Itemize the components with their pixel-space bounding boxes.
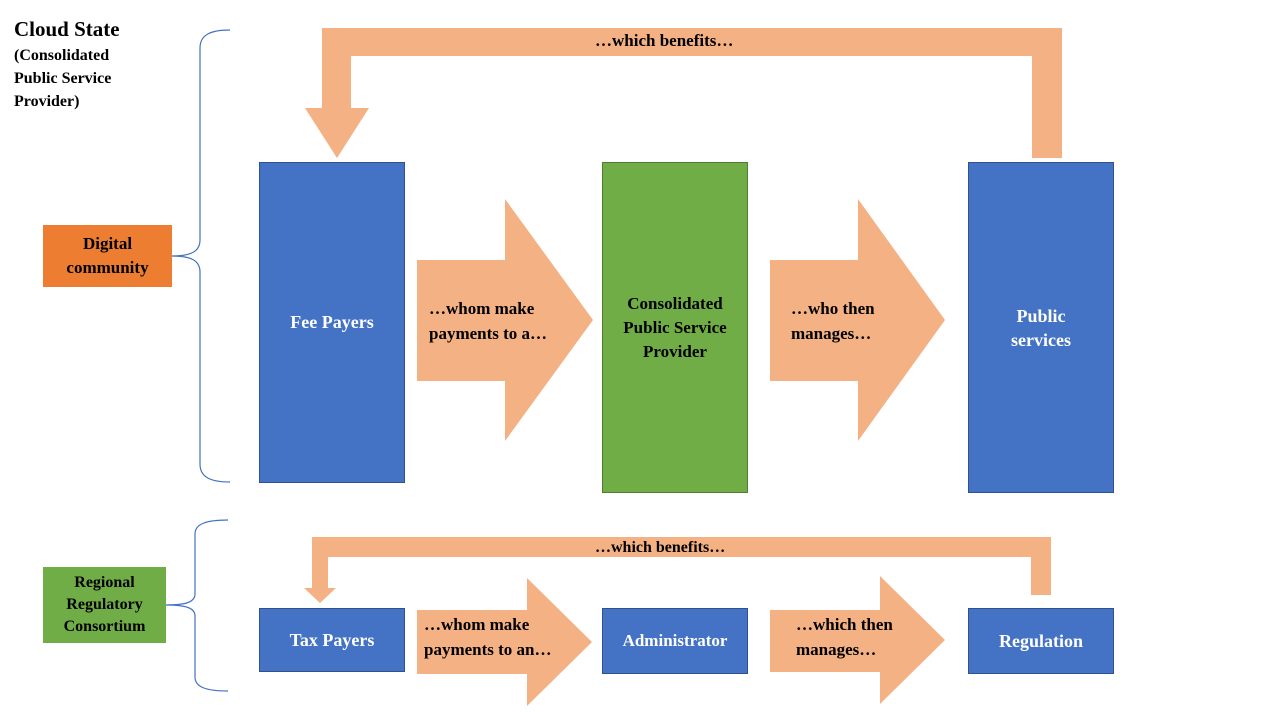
top-loop-label: …which benefits… [595,31,734,50]
public-services-label: Public services [1011,305,1071,350]
provider-box: Consolidated Public Service Provider [602,162,748,493]
arrow-fee-to-provider [417,199,593,441]
regulation-label: Regulation [998,630,1083,651]
administrator-label: Administrator [622,631,728,650]
fee-payers-label: Fee Payers [290,312,374,332]
arrow-provider-to-services [770,199,945,441]
bottom-left-brace [165,519,229,692]
page-subtitle: (Consolidated Public Service Provider) [14,47,112,110]
arrow-label-payments-to-a: …whom make payments to a… [429,296,547,346]
digital-community-label: Digital community [43,225,172,287]
arrow-label-line: …who then [791,299,875,318]
arrow-label-line: manages… [796,640,877,659]
arrow-label-line: …whom make [424,615,530,634]
arrow-label-which-then-manages: …which then manages… [796,612,893,662]
regulation-box: Regulation [968,608,1114,674]
arrow-label-who-then-manages: …who then manages… [791,296,875,346]
administrator-box: Administrator [602,608,748,674]
bottom-loop-label: …which benefits… [595,539,726,556]
provider-label: Consolidated Public Service Provider [623,293,727,361]
bottom-loop-arrow [304,537,1051,603]
page-title: Cloud State [14,17,120,41]
arrow-admin-to-regulation [770,576,945,704]
top-loop-arrow [305,28,1062,158]
arrow-label-line: manages… [791,324,872,343]
public-services-box: Public services [968,162,1114,493]
arrow-tax-to-admin [417,578,592,706]
arrow-label-payments-to-an: …whom make payments to an… [424,612,552,662]
arrow-label-line: payments to a… [429,324,548,343]
arrow-label-line: …which then [796,615,893,634]
tax-payers-label: Tax Payers [289,629,375,650]
arrow-label-line: payments to an… [424,640,552,659]
top-left-brace [171,29,231,483]
arrow-label-line: …whom make [429,299,535,318]
tax-payers-box: Tax Payers [259,608,405,672]
regional-consortium-label: Regional Regulatory Consortium [43,567,166,643]
fee-payers-box: Fee Payers [259,162,405,483]
